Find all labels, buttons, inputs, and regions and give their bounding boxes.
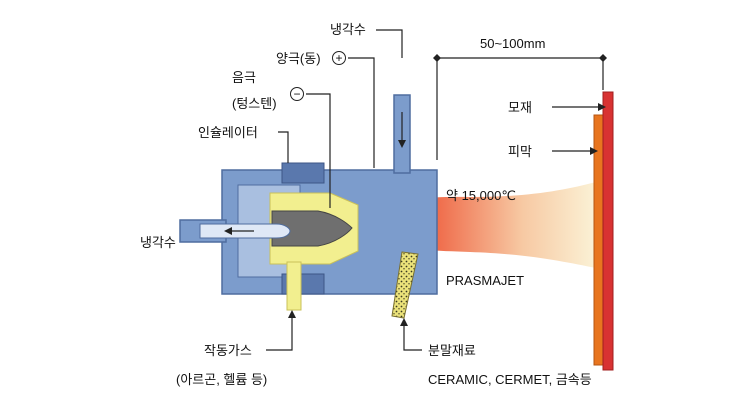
label-insulator: 인슐레이터 [198, 125, 258, 140]
working-gas-inlet [286, 261, 302, 311]
label-distance: 50~100mm [480, 36, 545, 51]
cathode-tungsten [271, 210, 353, 247]
label-coolant-left: 냉각수 [140, 235, 176, 250]
label-powder-line2: CERAMIC, CERMET, 금속등 [428, 372, 592, 387]
plus-sign: + [335, 51, 342, 65]
label-working-gas-line2: (아르곤, 헬륨 등) [176, 372, 267, 387]
label-working-gas-line1: 작동가스 [204, 343, 252, 358]
label-coolant-top: 냉각수 [330, 22, 366, 37]
label-coating: 피막 [508, 144, 532, 159]
arrow-heads [224, 54, 607, 326]
label-base-material: 모재 [508, 100, 532, 115]
minus-icon [290, 87, 304, 101]
label-anode: 양극(동) [276, 51, 321, 66]
label-cathode-line2: (텅스텐) [232, 96, 277, 111]
label-temperature: 약 15,000℃ [446, 188, 516, 203]
plus-icon [332, 51, 346, 65]
leader-lines [232, 29, 604, 351]
minus-sign: − [293, 87, 300, 101]
label-powder-line1: 분말재료 [428, 343, 476, 358]
base-material [602, 91, 614, 371]
coating-layer [593, 114, 604, 366]
label-plasma-jet: PRASMAJET [446, 273, 524, 288]
label-cathode-line1: 음극 [232, 70, 256, 85]
